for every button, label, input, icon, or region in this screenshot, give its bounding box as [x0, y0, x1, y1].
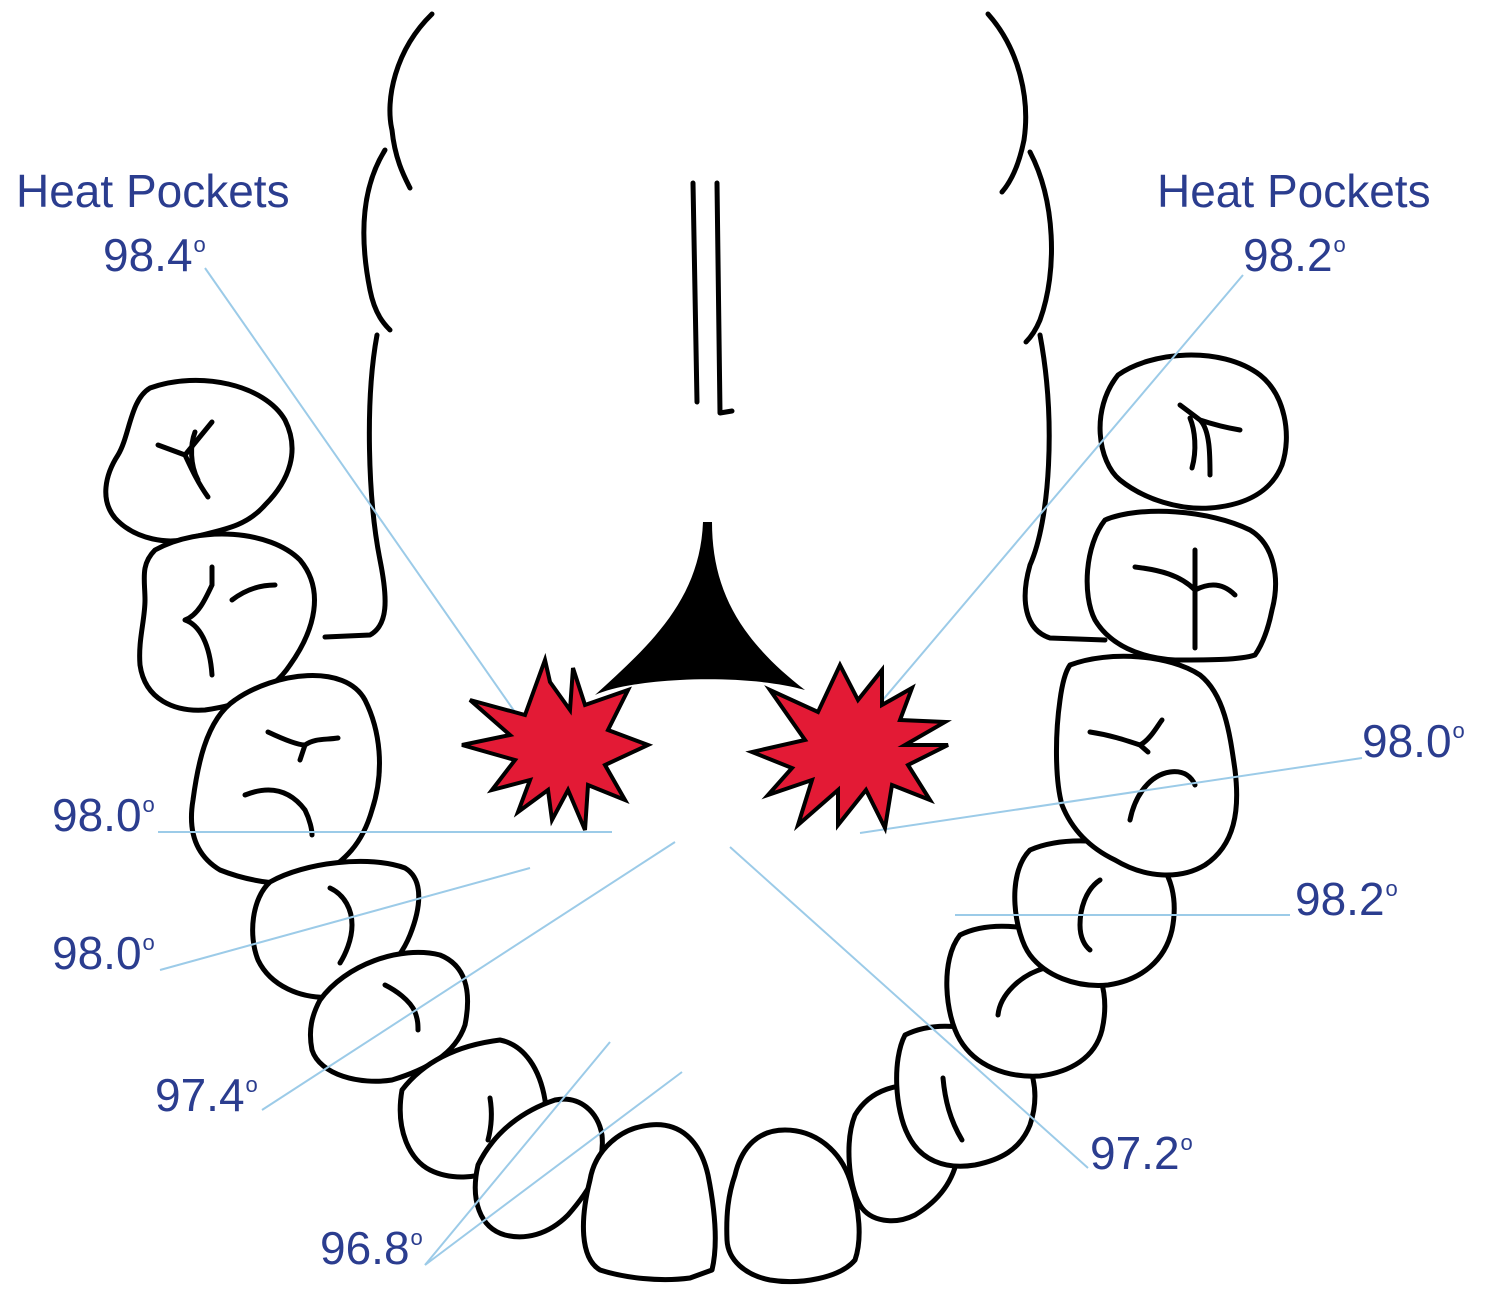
- tooth-right-incisor-central: [727, 1130, 859, 1282]
- heat-pocket-right-title: Heat Pockets: [1157, 168, 1431, 214]
- palate-outline-right: [988, 14, 1105, 640]
- reading-front: 96.8o: [320, 1225, 423, 1271]
- reading-right-3: 97.2o: [1090, 1130, 1193, 1176]
- reading-left-3: 97.4o: [155, 1072, 258, 1118]
- heat-pocket-left-value: 98.4o: [103, 232, 206, 278]
- heat-pocket-left-title: Heat Pockets: [16, 168, 290, 214]
- reading-left-1: 98.0o: [52, 792, 155, 838]
- tooth-left-molar-3: [106, 380, 292, 541]
- tooth-right-molar-2: [1087, 511, 1275, 660]
- heat-pocket-right-burst: [752, 665, 948, 828]
- palate-outline-left: [325, 14, 432, 637]
- reading-right-1: 98.0o: [1362, 718, 1465, 764]
- heat-pocket-right-value: 98.2o: [1243, 232, 1346, 278]
- throat-shape: [595, 522, 805, 695]
- reading-left-2: 98.0o: [52, 930, 155, 976]
- reading-right-2: 98.2o: [1295, 876, 1398, 922]
- tooth-left-incisor-central: [583, 1125, 715, 1280]
- midline-groove: [693, 183, 732, 413]
